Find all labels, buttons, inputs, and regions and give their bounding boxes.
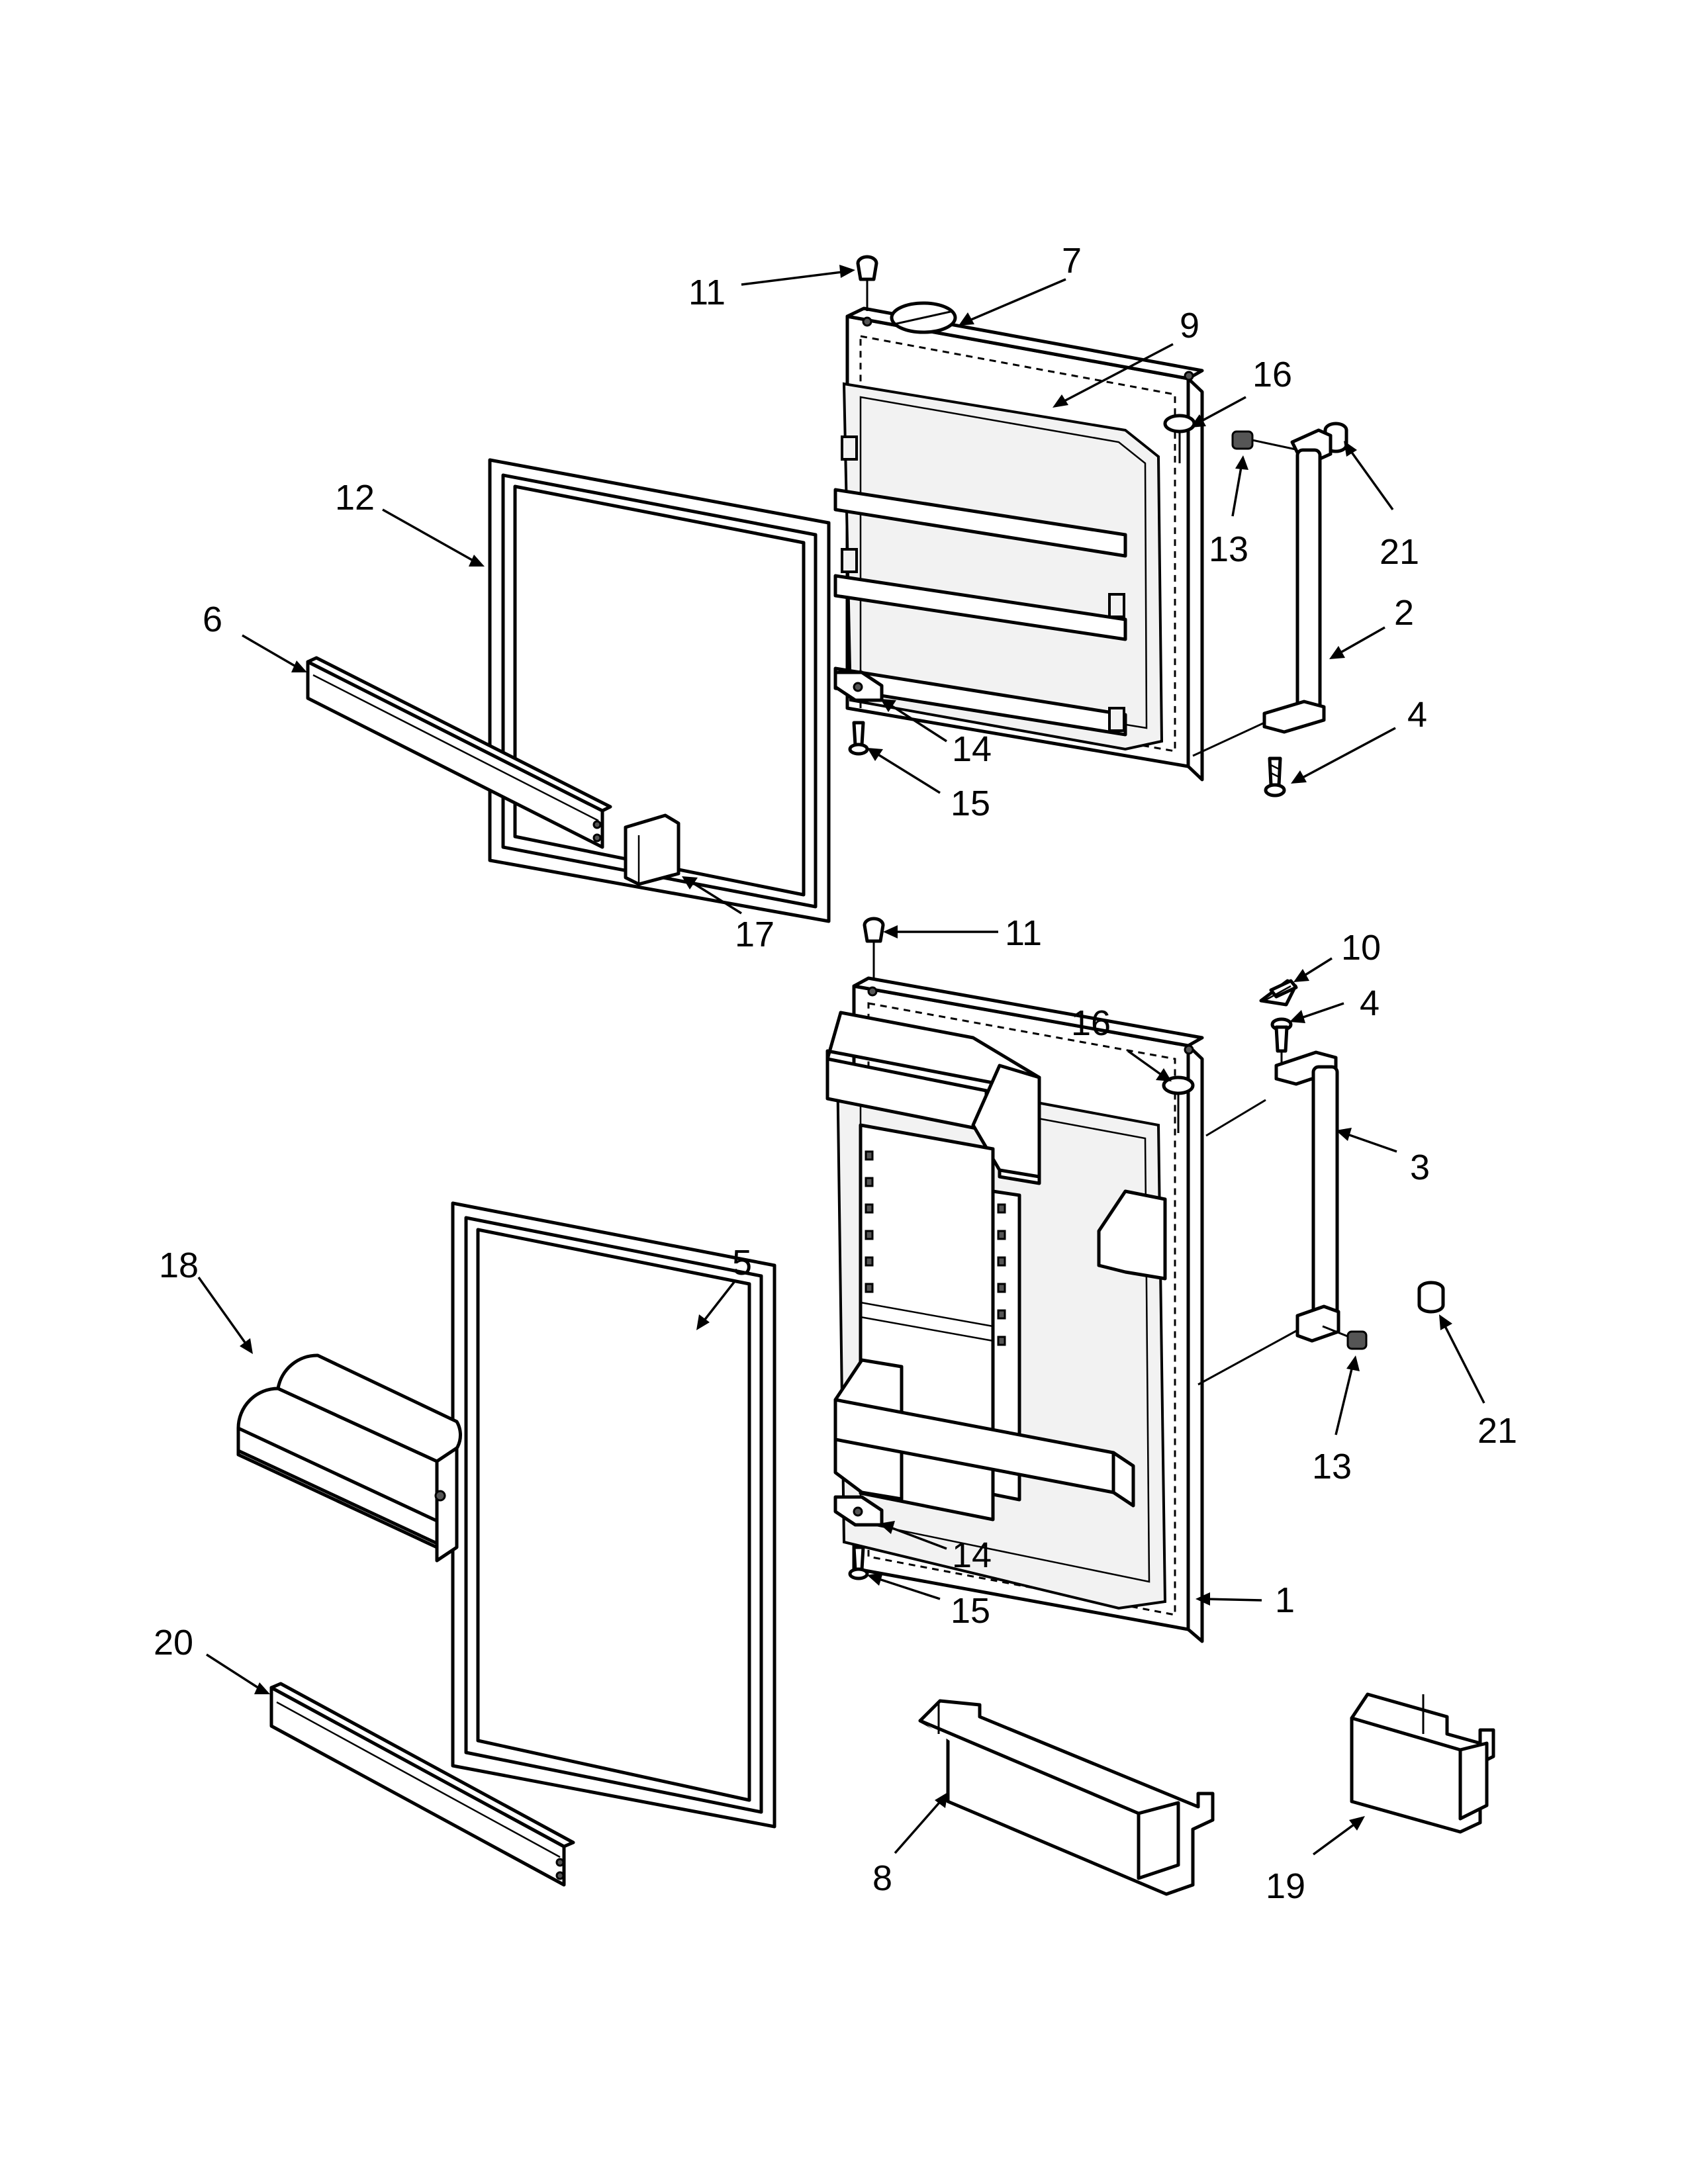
callout-14-upper: 14 (952, 729, 992, 769)
door-bin-small (1350, 1692, 1495, 1834)
freezer-door-handle (1192, 428, 1333, 757)
refrigerator-door (825, 976, 1204, 1643)
door-bin-large (918, 1699, 1215, 1896)
callout-18: 18 (159, 1246, 199, 1285)
callout-9: 9 (1180, 306, 1199, 345)
callout-13-upper: 13 (1209, 529, 1248, 569)
callout-10: 10 (1341, 928, 1381, 968)
callout-15-upper: 15 (951, 784, 990, 823)
callout-4-lower: 4 (1360, 983, 1380, 1023)
door-clip (1259, 979, 1298, 1007)
callout-15-lower: 15 (951, 1591, 990, 1631)
door-hinge-pin-lower (863, 917, 885, 979)
hinge-cap-plug-lower (1162, 1075, 1195, 1133)
freezer-door (833, 306, 1204, 782)
handle-screw-upper (1264, 756, 1286, 797)
callout-17: 17 (735, 915, 774, 954)
callout-3: 3 (1410, 1148, 1430, 1187)
callout-21-lower: 21 (1477, 1411, 1517, 1451)
dairy-compartment-door (236, 1353, 462, 1563)
freezer-trim-strip (306, 656, 612, 849)
callout-2: 2 (1394, 593, 1414, 633)
callout-16-upper: 16 (1252, 355, 1292, 394)
door-stop-upper (1231, 430, 1299, 451)
callout-16-lower: 16 (1071, 1003, 1111, 1043)
callout-11-lower: 11 (1005, 913, 1042, 953)
callout-8: 8 (872, 1858, 892, 1898)
refrigerator-door-handle (1197, 1050, 1340, 1386)
door-hinge-pin-upper (856, 255, 878, 311)
leader-lines (197, 265, 1485, 1856)
callout-labels: 11 7 9 16 13 21 12 6 2 4 14 15 17 11 10 … (154, 241, 1517, 1906)
callout-13-lower: 13 (1312, 1447, 1352, 1486)
trim-end-cap (624, 813, 680, 886)
callout-1: 1 (1275, 1580, 1295, 1620)
callout-6: 6 (203, 600, 222, 639)
refrigerator-trim-strip (269, 1682, 575, 1887)
hinge-screw-upper (848, 721, 869, 756)
callout-7: 7 (1062, 241, 1082, 281)
callout-14-lower: 14 (952, 1535, 992, 1575)
handle-bushing-lower (1417, 1281, 1445, 1314)
hinge-screw-lower (848, 1545, 869, 1580)
door-stop-lower (1322, 1325, 1368, 1350)
refrigerator-door-gasket (451, 1201, 776, 1829)
callout-4-upper: 4 (1407, 695, 1427, 735)
handle-screw-lower (1270, 1017, 1293, 1064)
callout-19: 19 (1266, 1866, 1305, 1906)
callout-20: 20 (154, 1623, 193, 1662)
callout-11-upper: 11 (688, 273, 726, 312)
callout-12: 12 (335, 478, 375, 518)
callout-5: 5 (732, 1243, 752, 1283)
callout-21-upper: 21 (1380, 532, 1419, 572)
